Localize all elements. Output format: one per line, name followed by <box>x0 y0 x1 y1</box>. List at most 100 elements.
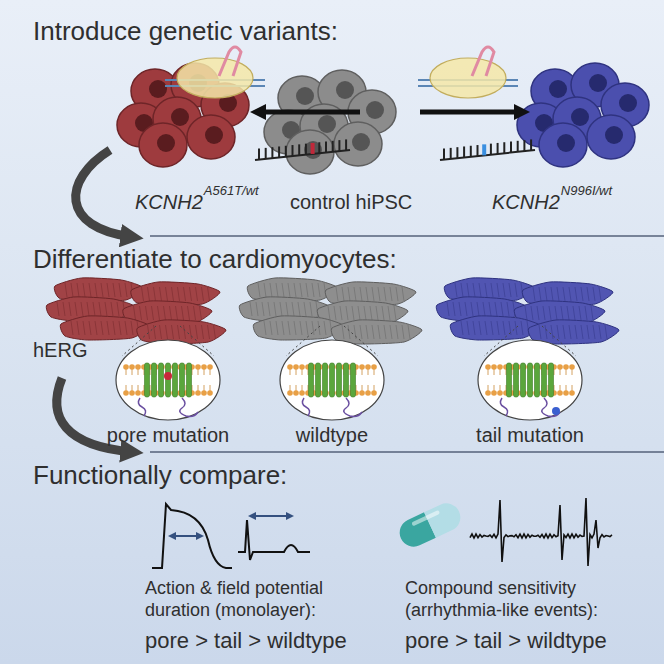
sarcomere-stripe <box>348 287 350 301</box>
field-potential-icon <box>238 516 310 560</box>
lipid-head <box>123 390 129 396</box>
sarcomere-stripe <box>113 321 115 335</box>
sarcomere-stripe <box>384 325 386 339</box>
sarcomere-stripe <box>111 302 113 316</box>
sarcomere-stripe <box>483 302 485 316</box>
sarcomere-stripe <box>184 325 186 339</box>
sarcomere-stripe <box>71 321 73 335</box>
sarcomere-stripe <box>83 321 85 335</box>
sarcomere-stripe <box>298 302 300 316</box>
sarcomere-stripe <box>479 321 481 335</box>
herg-membrane-inset <box>116 326 220 420</box>
sarcomere-stripe <box>264 283 266 297</box>
sarcomere-stripe <box>525 306 527 320</box>
caption-text: pore > tail > wildtype <box>405 628 607 654</box>
sarcomere-stripe <box>579 306 581 320</box>
sarcomere-stripe <box>208 287 210 301</box>
cell-nucleus <box>296 87 314 105</box>
sarcomere-stripe <box>101 283 103 297</box>
sarcomere-stripe <box>503 283 505 297</box>
sarcomere-stripe <box>605 325 607 339</box>
cell-nucleus <box>557 134 575 152</box>
lipid-head <box>129 364 135 370</box>
sarcomere-stripe <box>465 302 467 316</box>
lipid-head <box>491 364 497 370</box>
sarcomere-stripe <box>282 283 284 297</box>
sarcomere-stripe <box>306 321 308 335</box>
sarcomere-stripe <box>515 283 517 297</box>
sarcomere-stripe <box>539 325 541 339</box>
sarcomere-stripe <box>461 283 463 297</box>
caption-text: pore > tail > wildtype <box>145 628 347 654</box>
sarcomere-stripe <box>200 306 202 320</box>
sarcomere-stripe <box>390 325 392 339</box>
sarcomere-stripe <box>352 306 354 320</box>
control-cells <box>264 70 396 174</box>
sarcomere-stripe <box>378 325 380 339</box>
c-terminus <box>344 398 362 417</box>
caption-text: control hiPSC <box>290 190 412 214</box>
dna-backbone <box>440 150 535 160</box>
donor-dna <box>440 139 535 160</box>
cas9-protein <box>177 58 253 98</box>
lipid-head <box>359 390 365 396</box>
sarcomere-stripe <box>95 283 97 297</box>
sarcomere-stripe <box>75 302 77 316</box>
channel-helix <box>351 363 356 397</box>
channel-helix <box>145 363 150 397</box>
lipid-head <box>359 364 365 370</box>
sarcomere-stripe <box>286 302 288 316</box>
sarcomere-stripe <box>537 306 539 320</box>
dna-base <box>530 139 532 150</box>
sarcomere-stripe <box>459 302 461 316</box>
sarcomere-stripe <box>364 306 366 320</box>
sarcomere-stripe <box>280 302 282 316</box>
dna-base <box>285 146 287 157</box>
sarcomere-stripe <box>477 302 479 316</box>
editing-arrow <box>258 112 522 113</box>
sarcomere-stripe <box>166 325 168 339</box>
sarcomere-stripe <box>539 287 541 301</box>
sarcomere-stripe <box>563 287 565 301</box>
sarcomere-stripe <box>585 306 587 320</box>
sarcomere-stripe <box>567 306 569 320</box>
guide-rna <box>219 47 241 76</box>
sarcomere-stripe <box>569 287 571 301</box>
cell-nucleus <box>318 115 336 133</box>
n-terminus <box>500 398 507 416</box>
sarcomere-stripe <box>557 287 559 301</box>
channel-helix <box>173 363 178 397</box>
sarcomere-stripe <box>447 302 449 316</box>
inset-ellipse <box>478 340 582 420</box>
sarcomere-stripe <box>340 306 342 320</box>
sarcomere-stripe <box>306 283 308 297</box>
sarcomere-stripe <box>390 287 392 301</box>
sarcomere-stripe <box>599 287 601 301</box>
sarcomere-stripe <box>555 306 557 320</box>
sarcomere-stripe <box>581 325 583 339</box>
lipid-head <box>485 364 491 370</box>
lipid-head <box>207 364 213 370</box>
lipid-head <box>365 364 371 370</box>
sarcomere-stripe <box>509 283 511 297</box>
dna-base <box>265 148 267 159</box>
lipid-head <box>485 390 491 396</box>
sarcomere-stripe <box>65 283 67 297</box>
sarcomere-stripe <box>334 306 336 320</box>
sarcomere-stripe <box>358 306 360 320</box>
sarcomere-stripe <box>140 306 142 320</box>
sarcomere-stripe <box>268 302 270 316</box>
cell-body <box>187 115 235 159</box>
sarcomere-stripe <box>276 321 278 335</box>
sarcomere-stripe <box>172 325 174 339</box>
dna-base <box>318 142 320 153</box>
sarcomere-stripe <box>394 306 396 320</box>
sarcomere-stripe <box>312 283 314 297</box>
sarcomere-stripe <box>178 325 180 339</box>
dna-base <box>345 139 347 150</box>
dna-base <box>510 142 512 153</box>
dna-base <box>482 144 486 155</box>
dna-base <box>292 145 294 156</box>
sarcomere-stripe <box>310 302 312 316</box>
sarcomere-stripe <box>599 325 601 339</box>
